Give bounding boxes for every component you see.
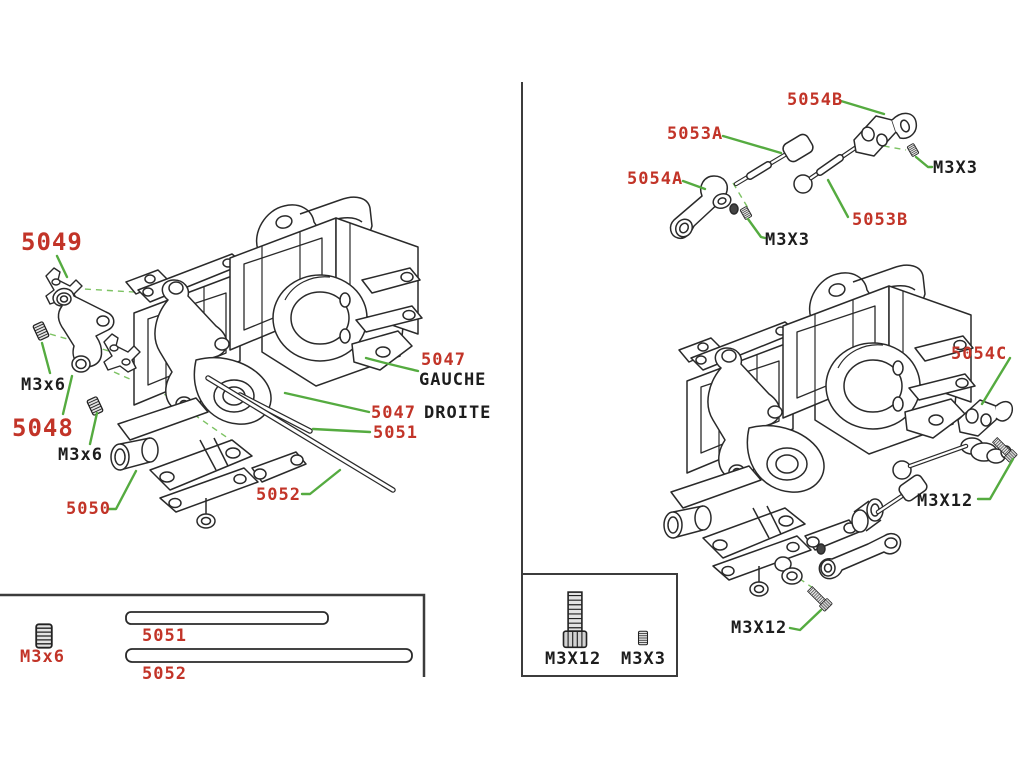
label-5047-gauche-word: GAUCHE: [419, 370, 487, 390]
rod-bottom-link: [875, 474, 928, 515]
rod-5053b: [793, 143, 861, 194]
screw-m3x12-bottom-icon: [805, 584, 833, 612]
part-5048-upper-arm: [52, 287, 115, 373]
label-5051: 5051: [373, 423, 418, 443]
setscrew-m3x3-mid-icon: [739, 205, 753, 221]
label-5053b: 5053B: [852, 210, 909, 230]
part-5054a-arm: [669, 175, 739, 240]
rod-5051: [237, 392, 313, 434]
m3x3-setscrew-box-icon: [637, 630, 649, 646]
label-5047-droite-word: DROITE: [424, 403, 492, 423]
label-5054b: 5054B: [787, 90, 844, 110]
m3x12-screw-box-icon: [562, 591, 588, 649]
label-m3x6-upper: M3x6: [21, 375, 66, 395]
m3x6-setscrew-box-icon: [35, 623, 53, 649]
label-5054c: 5054C: [951, 344, 1008, 364]
label-m3x3-top: M3X3: [933, 158, 978, 178]
label-m3x6-lower: M3x6: [58, 445, 103, 465]
rod-ball-link-mid: [892, 443, 969, 480]
setscrew-m3x6-upper-icon: [32, 320, 50, 342]
label-box-m3x12: M3X12: [545, 649, 602, 669]
label-5047-gauche-num: 5047: [421, 350, 466, 370]
part-5054b-clamp: [853, 112, 918, 157]
leader-lines: [40, 99, 1015, 632]
rod-5053a: [733, 133, 814, 187]
label-5047-droite-num: 5047: [371, 403, 416, 423]
label-5054a: 5054A: [627, 169, 684, 189]
label-5050: 5050: [66, 499, 111, 519]
label-box-m3x6: M3x6: [20, 647, 65, 667]
label-box-5052: 5052: [142, 664, 187, 684]
label-m3x12-bottom: M3X12: [731, 618, 788, 638]
rod-5051-box-icon: [125, 611, 329, 625]
label-box-5051: 5051: [142, 626, 187, 646]
label-5049: 5049: [21, 228, 83, 256]
label-m3x3-mid: M3X3: [765, 230, 810, 250]
setscrew-m3x6-lower-icon: [86, 395, 104, 417]
part-bottom-link: [774, 498, 902, 585]
label-5053a: 5053A: [667, 124, 724, 144]
setscrew-m3x3-top-icon: [906, 142, 920, 158]
right-hardware-box: [521, 573, 678, 677]
left-hardware-box: [0, 593, 426, 677]
part-rocker-second: [103, 333, 141, 373]
label-box-m3x3: M3X3: [621, 649, 666, 669]
label-5052: 5052: [256, 485, 301, 505]
rod-5052: [205, 375, 396, 493]
label-5048: 5048: [12, 414, 74, 442]
rod-5052-box-icon: [125, 648, 413, 663]
label-m3x12-mid: M3X12: [917, 491, 974, 511]
